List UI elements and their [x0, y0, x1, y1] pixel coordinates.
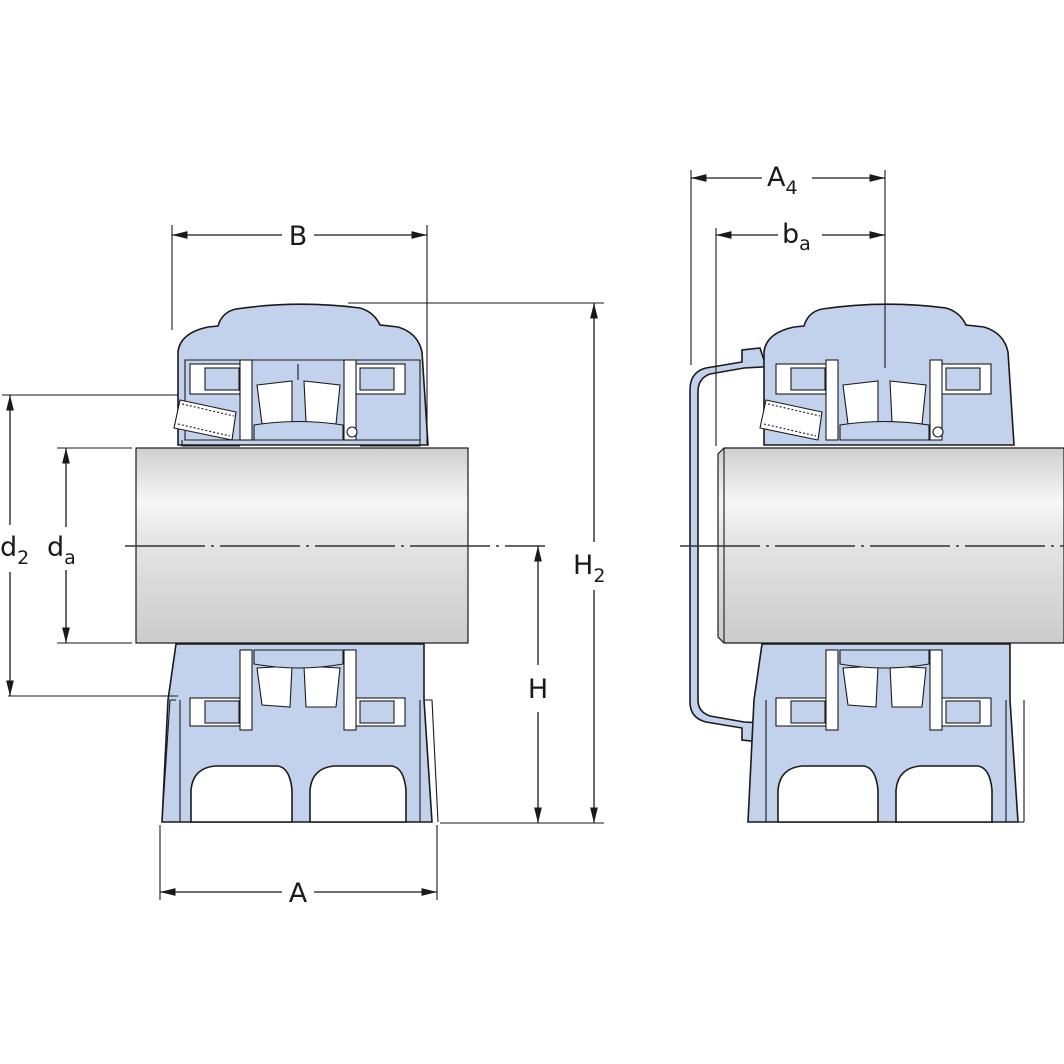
svg-text:B: B: [289, 221, 308, 252]
svg-text:da: da: [47, 532, 76, 569]
housing-base-left: [161, 643, 439, 823]
dimension-H: H: [440, 546, 604, 824]
dimension-d2: d2: [0, 394, 178, 697]
dimension-ba: ba: [715, 219, 885, 446]
dimension-B: B: [171, 221, 428, 445]
dimension-A4: A4: [690, 162, 886, 368]
dimension-H2: H2: [348, 302, 605, 823]
right-view: A4 ba: [680, 162, 1064, 823]
end-cover: [689, 347, 781, 743]
svg-text:H: H: [528, 674, 548, 705]
svg-text:d2: d2: [0, 532, 29, 569]
svg-text:H2: H2: [573, 550, 605, 587]
housing-cap-right: [759, 303, 1015, 446]
svg-text:ba: ba: [782, 219, 811, 255]
left-view: B A d2 da: [0, 221, 605, 909]
housing-cap-left: [173, 303, 429, 447]
dimension-da: da: [47, 447, 132, 644]
svg-text:A4: A4: [767, 162, 798, 199]
housing-base-right: [747, 643, 1025, 823]
svg-text:A: A: [289, 878, 308, 909]
dimension-A: A: [159, 825, 438, 909]
